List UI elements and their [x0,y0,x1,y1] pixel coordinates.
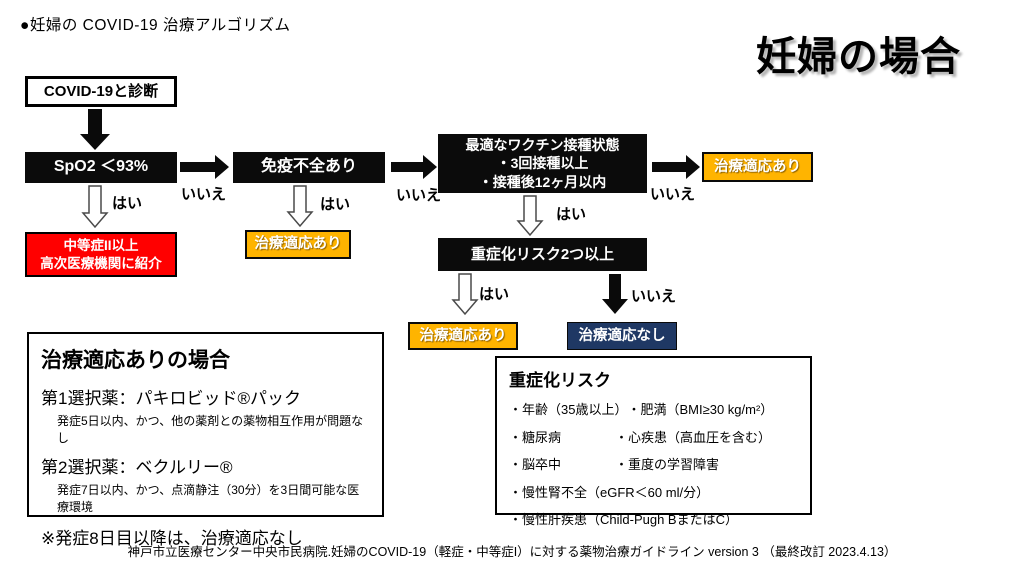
risk-item: ・慢性腎不全（eGFR＜60 ml/分） [509,484,710,500]
risk-factor-box: 重症化リスク ・年齢（35歳以上） ・肥満（BMI≥30 kg/m²） ・糖尿病… [495,356,812,527]
risk-item: ・肥満（BMI≥30 kg/m²） [627,402,774,417]
risk-factor-title: 重症化リスク [509,371,611,390]
node-treatment-indicated-3: 治療適応あり [408,322,518,350]
treatment-footnote: ※発症8日目以降は、治療適応なし [41,529,303,548]
node-treatment-indicated-1: 治療適応あり [245,230,351,259]
node-immunodeficiency: 免疫不全あり [233,152,385,183]
node-moderate-line2: 高次医療機関に紹介 [40,255,162,271]
node-treatment-indicated-3-label: 治療適応あり [419,327,507,344]
arrow-spo2-no-icon [180,155,229,179]
branch-label-no-risk: いいえ [631,288,677,305]
branch-label-no-spo2: いいえ [181,186,227,203]
source-caption: 神戸市立医療センター中央市民病院.妊婦のCOVID-19（軽症・中等症I）に対す… [127,545,897,559]
branch-label-no-immuno: いいえ [396,187,442,204]
arrow-risk-no-icon [602,274,628,314]
node-treatment-indicated-2: 治療適応あり [702,152,813,182]
second-choice-drug: 第2選択薬：ベクルリー® [41,458,233,477]
branch-label-yes-spo2: はい [112,195,143,212]
node-moderate-line1: 中等症II以上 [63,237,139,253]
branch-label-yes-vaccine: はい [556,206,587,223]
risk-item: ・脳卒中 [509,457,562,472]
node-no-treatment: 治療適応なし [567,322,677,350]
node-treatment-indicated-1-label: 治療適応あり [254,236,342,253]
node-spo2-label: SpO2 ＜93% [53,158,149,176]
branch-label-no-vaccine: いいえ [650,186,696,203]
risk-item: ・心疾患（高血圧を含む） [615,429,772,445]
risk-item: ・年齢（35歳以上） [509,402,628,417]
risk-row: ・慢性肝疾患（Child-Pugh BまたはC） [509,509,798,528]
node-vaccine-line2: ・3回接種以上 [496,155,589,172]
arrow-immuno-no-icon [391,155,437,179]
node-vaccine-status: 最適なワクチン接種状態 ・3回接種以上 ・接種後12ヶ月以内 [438,134,647,193]
risk-row: ・脳卒中 ・重度の学習障害 [509,454,798,473]
arrow-immuno-yes-icon [286,185,314,228]
risk-item: ・糖尿病 [509,429,562,445]
node-risk-two-or-more: 重症化リスク2つ以上 [438,238,647,271]
risk-item: ・重度の学習障害 [615,457,720,472]
arrow-spo2-yes-icon [81,185,109,229]
node-vaccine-line1: 最適なワクチン接種状態 [465,137,620,154]
node-spo2: SpO2 ＜93% [25,152,177,183]
page-title: ●妊婦の COVID-19 治療アルゴリズム [20,17,291,34]
treatment-detail-box: 治療適応ありの場合 第1選択薬：パキロビッド®パック 発症5日以内、かつ、他の薬… [27,332,384,548]
node-diagnosis-label: COVID-19と診断 [43,82,159,100]
branch-label-yes-immuno: はい [320,196,351,213]
risk-item: ・慢性肝疾患（Child-Pugh BまたはC） [509,512,738,527]
node-risk-two-or-more-label: 重症化リスク2つ以上 [470,245,615,263]
node-diagnosis: COVID-19と診断 [25,76,177,107]
node-moderate-referral: 中等症II以上 高次医療機関に紹介 [25,232,177,277]
node-treatment-indicated-2-label: 治療適応あり [714,158,801,175]
node-no-treatment-label: 治療適応なし [578,327,666,344]
risk-row: ・糖尿病 ・心疾患（高血圧を含む） [509,427,798,446]
arrow-vaccine-no-icon [652,155,700,179]
treatment-detail-title: 治療適応ありの場合 [41,349,230,372]
risk-row: ・慢性腎不全（eGFR＜60 ml/分） [509,482,798,501]
node-vaccine-line3: ・接種後12ヶ月以内 [478,173,607,190]
slide-heading: 妊婦の場合 [756,35,961,79]
branch-label-yes-risk: はい [479,286,510,303]
first-choice-note: 発症5日以内、かつ、他の薬剤との薬物相互作用が問題なし [57,414,364,445]
node-immunodeficiency-label: 免疫不全あり [260,158,357,176]
risk-row: ・年齢（35歳以上） ・肥満（BMI≥30 kg/m²） [509,399,798,418]
arrow-diagnosis-to-spo2-icon [80,109,110,150]
second-choice-note: 発症7日以内、かつ、点滴静注（30分）を3日間可能な医療環境 [57,483,360,514]
first-choice-drug: 第1選択薬：パキロビッド®パック [41,389,301,408]
arrow-vaccine-yes-icon [516,195,544,237]
arrow-risk-yes-icon [451,273,479,316]
